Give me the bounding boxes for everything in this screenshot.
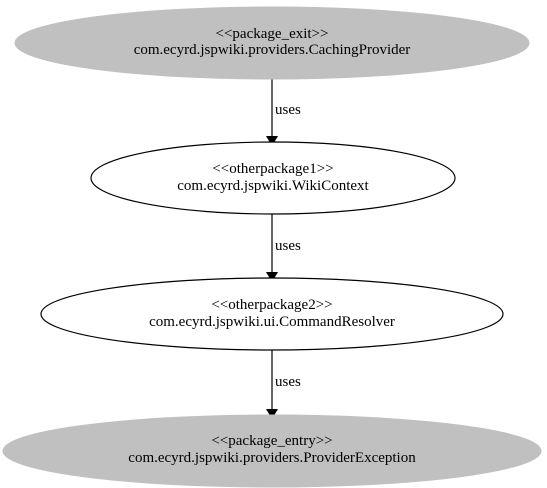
node-ellipse	[40, 277, 504, 351]
edge-commandresolver-to-providerexception: uses	[266, 350, 301, 419]
edge-label: uses	[275, 102, 301, 118]
node-name: com.ecyrd.jspwiki.providers.CachingProvi…	[134, 42, 411, 58]
node-stereotype: <<otherpackage1>>	[212, 161, 333, 177]
node-stereotype: <<package_entry>>	[211, 433, 332, 449]
node-ellipse	[2, 414, 542, 488]
edge-label: uses	[275, 238, 301, 254]
node-name: com.ecyrd.jspwiki.providers.ProviderExce…	[128, 450, 416, 466]
node-ellipse	[90, 141, 456, 215]
node-wiki-context[interactable]: <<otherpackage1>> com.ecyrd.jspwiki.Wiki…	[90, 141, 456, 215]
node-name: com.ecyrd.jspwiki.WikiContext	[177, 178, 369, 194]
node-provider-exception[interactable]: <<package_entry>> com.ecyrd.jspwiki.prov…	[2, 414, 542, 488]
node-ellipse	[14, 6, 530, 80]
edge-label: uses	[275, 374, 301, 390]
node-name: com.ecyrd.jspwiki.ui.CommandResolver	[149, 314, 395, 330]
node-command-resolver[interactable]: <<otherpackage2>> com.ecyrd.jspwiki.ui.C…	[40, 277, 504, 351]
node-stereotype: <<package_exit>>	[216, 26, 329, 42]
edge-caching-to-wikicontext: uses	[266, 79, 301, 146]
node-caching-provider[interactable]: <<package_exit>> com.ecyrd.jspwiki.provi…	[14, 6, 530, 80]
edge-wikicontext-to-commandresolver: uses	[266, 214, 301, 282]
node-stereotype: <<otherpackage2>>	[211, 297, 332, 313]
